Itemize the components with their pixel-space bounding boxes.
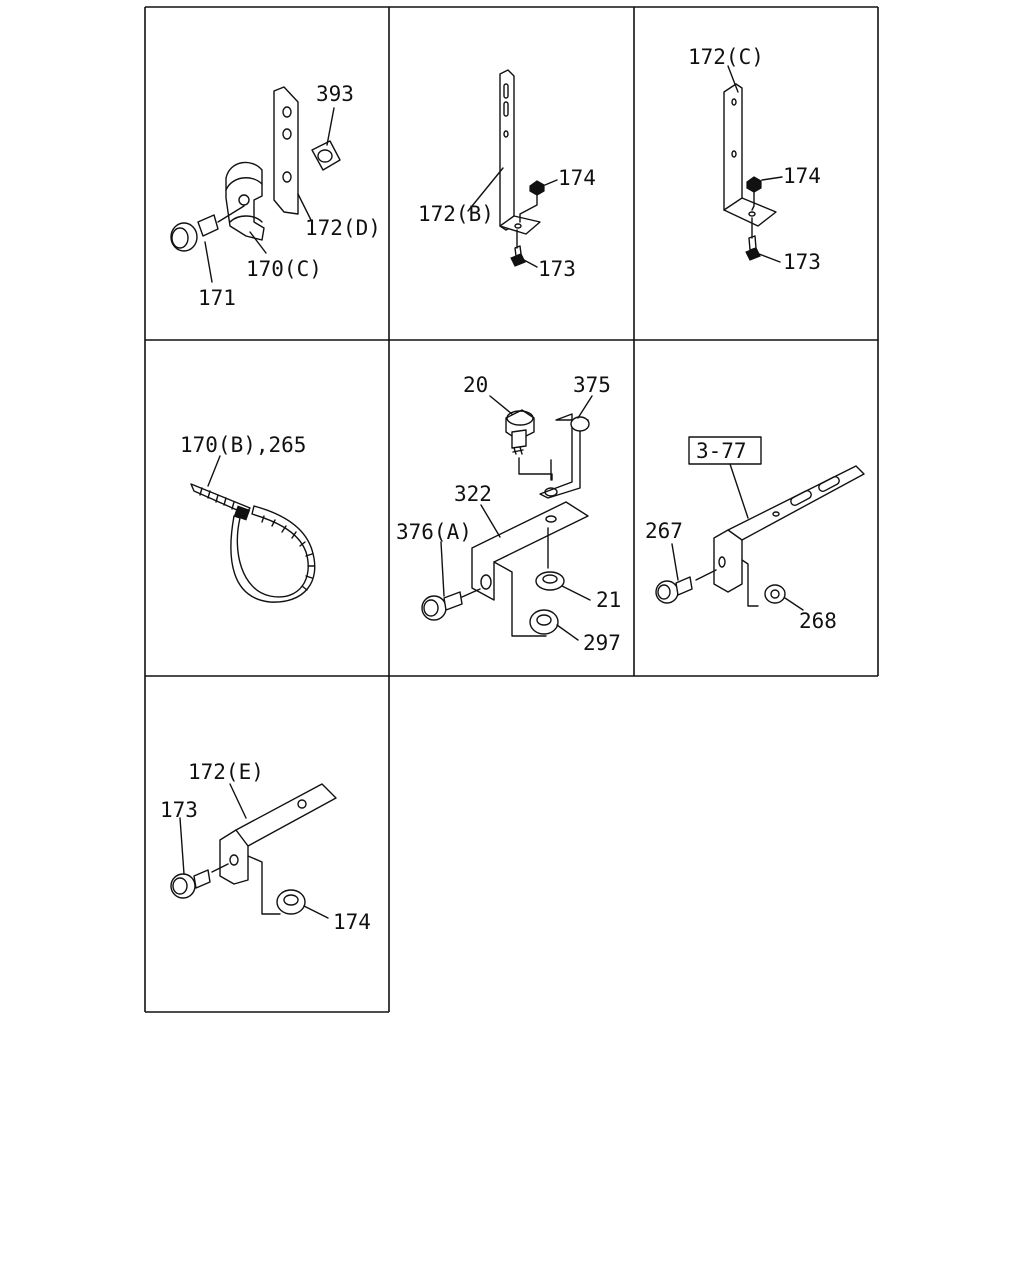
label-20: 20: [463, 373, 488, 397]
bolt-173-drawing: [510, 229, 526, 267]
label-173: 173: [538, 257, 576, 281]
label-173: 173: [783, 250, 821, 274]
bolt-173-drawing: [745, 217, 761, 261]
label-174: 174: [333, 910, 371, 934]
leader-lines: [440, 395, 593, 641]
bolt-267-drawing: [655, 569, 717, 604]
label-375: 375: [573, 373, 611, 397]
panel-bracket-e: 172(E) 173 174: [160, 760, 371, 934]
band-170b-drawing: [190, 483, 316, 603]
leader-lines: [727, 65, 783, 263]
label-172e: 172(E): [188, 760, 264, 784]
bolt-20-drawing: [505, 409, 553, 481]
bracket-3-77-drawing: [713, 465, 865, 607]
leader-lines: [467, 167, 558, 268]
label-393: 393: [316, 82, 354, 106]
label-171: 171: [198, 286, 236, 310]
leader-lines: [179, 783, 329, 919]
bracket-172e-drawing: [219, 783, 337, 915]
panel-grid: [144, 6, 879, 1013]
label-170c: 170(C): [246, 257, 322, 281]
label-267: 267: [645, 519, 683, 543]
bolt-173-drawing: [170, 863, 229, 899]
bracket-172b-drawing: [499, 69, 541, 235]
nut-21-drawing: [535, 571, 565, 591]
label-376a: 376(A): [396, 520, 472, 544]
bolt-376a-drawing: [421, 588, 481, 621]
panel-bracket-c: 172(C) 174 173: [688, 45, 821, 274]
label-172b: 172(B): [418, 202, 494, 226]
bolt-171-drawing: [170, 205, 245, 252]
label-172d: 172(D): [305, 216, 381, 240]
bracket-172d-drawing: [273, 86, 299, 215]
nut-297-drawing: [529, 609, 559, 635]
label-173: 173: [160, 798, 198, 822]
washer-268-drawing: [764, 584, 786, 604]
bracket-172c-drawing: [723, 83, 777, 227]
bracket-322-drawing: [471, 501, 589, 637]
panel-clamp-bracket-d: 393 172(D) 170(C) 171: [170, 82, 381, 310]
nut-174-drawing: [746, 176, 762, 211]
clamp-170c-drawing: [225, 161, 265, 241]
panel-bracket-b: 172(B) 174 173: [418, 69, 596, 281]
label-268: 268: [799, 609, 837, 633]
leader-lines: [207, 455, 221, 487]
panel-band: 170(B),265: [180, 433, 316, 603]
reference-box-3-77: [688, 436, 762, 465]
label-21: 21: [596, 588, 621, 612]
label-170b-265: 170(B),265: [180, 433, 306, 457]
panel-bracket-3-77: 3-77 267 268: [645, 436, 865, 633]
label-174: 174: [783, 164, 821, 188]
panel-bracket-322-assembly: 20 375 322 376(A) 21 297: [396, 373, 621, 655]
leader-lines: [204, 107, 335, 283]
leader-lines: [671, 463, 804, 611]
nut-393-drawing: [311, 140, 341, 171]
label-172c: 172(C): [688, 45, 764, 69]
nut-174-drawing: [276, 889, 306, 915]
label-297: 297: [583, 631, 621, 655]
label-3-77: 3-77: [696, 439, 747, 463]
label-322: 322: [454, 482, 492, 506]
bracket-375-drawing: [539, 413, 590, 499]
nut-174-drawing: [519, 180, 545, 223]
label-174: 174: [558, 166, 596, 190]
